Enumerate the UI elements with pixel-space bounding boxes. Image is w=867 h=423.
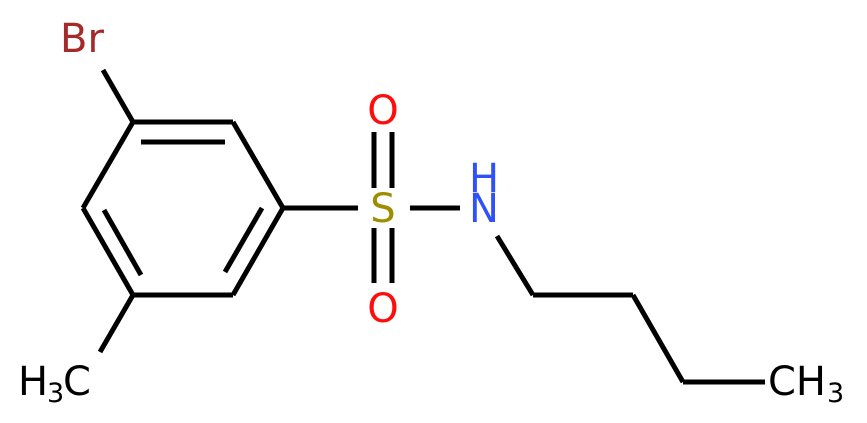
methyl-right-subscript: 3 xyxy=(827,378,844,409)
bond-c6-c1 xyxy=(80,120,136,210)
atom-oxygen-bottom: O xyxy=(367,286,398,332)
atom-hydrogen-on-n: H xyxy=(469,156,499,202)
aromatic-inner-bond-3 xyxy=(101,208,144,277)
benzene-ring xyxy=(80,119,286,298)
atom-bromine: Br xyxy=(60,16,104,62)
methyl-group-right: CH 3 xyxy=(768,359,844,409)
bond-c5-c6 xyxy=(80,206,136,297)
atom-sulfur: S xyxy=(370,186,395,232)
bond-c1-br xyxy=(100,68,136,124)
atom-oxygen-top: O xyxy=(367,88,398,134)
methyl-right-ch: CH xyxy=(768,359,826,405)
double-bond-s-o-top xyxy=(371,132,395,188)
bond-c2-c3 xyxy=(230,120,286,210)
bond-c5-ch3 xyxy=(97,293,136,354)
methyl-left-subscript: 3 xyxy=(47,378,64,409)
bond-c3-c4 xyxy=(230,206,286,297)
atom-nitrogen: N xyxy=(469,186,499,232)
methyl-group-left: H 3 C xyxy=(18,359,91,409)
double-bond-s-o-bottom xyxy=(371,228,395,283)
bond-n-c1 xyxy=(494,234,536,297)
methyl-left-h: H xyxy=(18,359,48,405)
bond-chain-c2-c3 xyxy=(630,293,686,384)
methyl-left-c: C xyxy=(63,359,91,405)
aromatic-inner-bond-2 xyxy=(222,206,265,274)
